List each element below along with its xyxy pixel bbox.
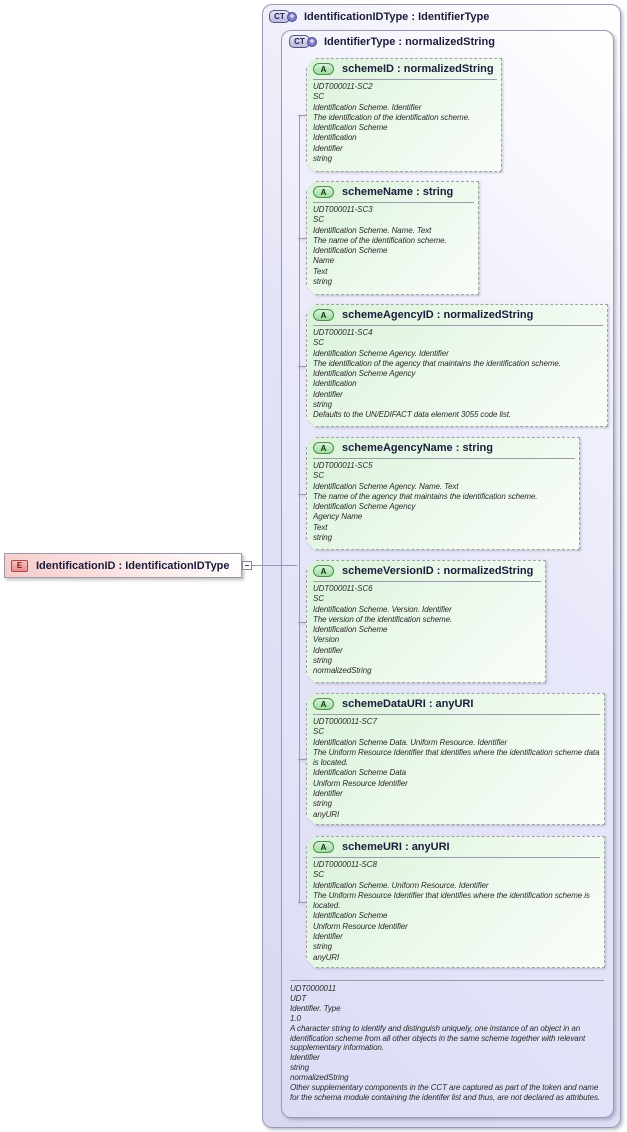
- attribute-icon: A: [313, 63, 334, 75]
- attribute-icon: A: [313, 442, 334, 454]
- attribute-annotation-text: UDT0000011-SC8 SC Identification Scheme.…: [313, 860, 590, 962]
- attribute-box-schemeName[interactable]: A schemeName : string UDT000011-SC3 SC I…: [298, 181, 479, 295]
- element-box-identificationid[interactable]: E IdentificationID : IdentificationIDTyp…: [4, 553, 242, 578]
- attribute-title: schemeURI : anyURI: [342, 841, 450, 853]
- attribute-icon: A: [313, 841, 334, 853]
- attribute-divider: [313, 458, 575, 459]
- complextype-box-identifiertype[interactable]: CT + IdentifierType : normalizedString A…: [281, 30, 614, 1118]
- attribute-divider: [313, 325, 603, 326]
- documentation-divider: [290, 980, 604, 981]
- attribute-box-background: [306, 836, 605, 968]
- attribute-title: schemeVersionID : normalizedString: [342, 565, 534, 577]
- attribute-box-schemeAgencyID[interactable]: A schemeAgencyID : normalizedString UDT0…: [298, 304, 608, 427]
- attribute-box-schemeID[interactable]: A schemeID : normalizedString UDT000011-…: [298, 58, 502, 172]
- attribute-header: A schemeAgencyID : normalizedString: [306, 304, 608, 321]
- attribute-divider: [313, 202, 474, 203]
- element-title: IdentificationID : IdentificationIDType: [36, 559, 230, 572]
- attribute-box-background: [306, 560, 546, 683]
- attribute-box-background: [306, 437, 580, 550]
- attribute-icon: A: [313, 698, 334, 710]
- complextype-header-inner: CT + IdentifierType : normalizedString: [289, 35, 495, 48]
- attribute-box-schemeAgencyName[interactable]: A schemeAgencyName : string UDT000011-SC…: [298, 437, 580, 550]
- collapse-handle[interactable]: [242, 561, 252, 570]
- attribute-annotation-text: UDT000011-SC6 SC Identification Scheme. …: [313, 584, 453, 676]
- element-icon: E: [11, 559, 28, 572]
- attribute-title: schemeName : string: [342, 186, 454, 198]
- complextype-title: IdentificationIDType : IdentifierType: [304, 10, 490, 23]
- attribute-annotation-text: UDT000011-SC2 SC Identification Scheme. …: [313, 82, 471, 164]
- attribute-header: A schemeName : string: [306, 181, 479, 198]
- attribute-title: schemeDataURI : anyURI: [342, 698, 474, 710]
- plus-icon: +: [287, 11, 297, 22]
- attribute-title: schemeID : normalizedString: [342, 63, 494, 75]
- attribute-box-background: [306, 181, 479, 295]
- attribute-annotation-text: UDT000011-SC3 SC Identification Scheme. …: [313, 205, 447, 287]
- plus-icon: +: [307, 36, 317, 47]
- connector-line: [252, 565, 297, 566]
- complextype-icon: CT +: [289, 35, 317, 48]
- attribute-header: A schemeDataURI : anyURI: [306, 693, 605, 710]
- attribute-annotation-text: UDT000011-SC5 SC Identification Scheme A…: [313, 461, 538, 543]
- attribute-divider: [313, 714, 600, 715]
- attribute-title: schemeAgencyID : normalizedString: [342, 309, 534, 321]
- attribute-annotation-text: UDT0000011-SC7 SC Identification Scheme …: [313, 717, 600, 819]
- attribute-box-background: [306, 693, 605, 825]
- attribute-header: A schemeURI : anyURI: [306, 836, 605, 853]
- attribute-header: A schemeAgencyName : string: [306, 437, 580, 454]
- complextype-title-inner: IdentifierType : normalizedString: [324, 35, 495, 48]
- complextype-box-identificationidtype[interactable]: CT + IdentificationIDType : IdentifierTy…: [262, 4, 621, 1128]
- attribute-title: schemeAgencyName : string: [342, 442, 493, 454]
- documentation-text: UDT0000011 UDT Identifier. Type 1.0 A ch…: [290, 984, 600, 1102]
- complextype-header: CT + IdentificationIDType : IdentifierTy…: [269, 10, 489, 23]
- attribute-icon: A: [313, 309, 334, 321]
- attribute-box-schemeVersionID[interactable]: A schemeVersionID : normalizedString UDT…: [298, 560, 546, 683]
- attribute-list: A schemeID : normalizedString UDT000011-…: [282, 31, 613, 1117]
- attribute-box-background: [306, 58, 502, 172]
- attribute-divider: [313, 79, 497, 80]
- attribute-icon: A: [313, 565, 334, 577]
- attribute-divider: [313, 857, 600, 858]
- attribute-divider: [313, 581, 541, 582]
- attribute-box-schemeDataURI[interactable]: A schemeDataURI : anyURI UDT0000011-SC7 …: [298, 693, 605, 825]
- connector-spine-line: [299, 115, 300, 902]
- attribute-annotation-text: UDT000011-SC4 SC Identification Scheme A…: [313, 328, 561, 420]
- attribute-header: A schemeID : normalizedString: [306, 58, 502, 75]
- attribute-icon: A: [313, 186, 334, 198]
- attribute-box-background: [306, 304, 608, 427]
- attribute-box-schemeURI[interactable]: A schemeURI : anyURI UDT0000011-SC8 SC I…: [298, 836, 605, 968]
- complextype-icon: CT +: [269, 10, 297, 23]
- type-documentation: UDT0000011 UDT Identifier. Type 1.0 A ch…: [290, 980, 604, 1103]
- attribute-header: A schemeVersionID : normalizedString: [306, 560, 546, 577]
